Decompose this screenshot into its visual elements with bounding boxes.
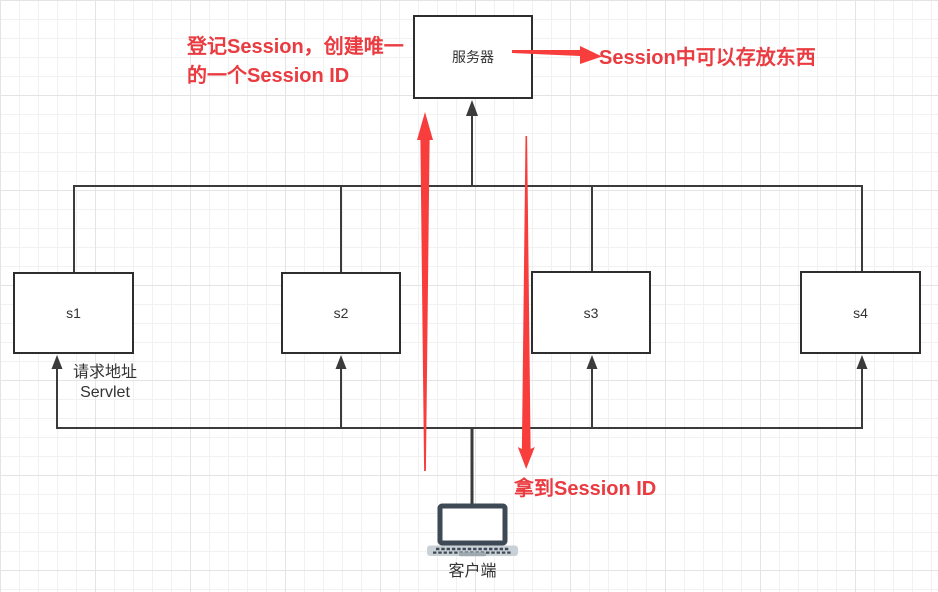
annotation-register-session: 登记Session，创建唯一 的一个Session ID: [187, 33, 404, 91]
top-bus-line: [73, 185, 863, 272]
bottom-bus-line: [56, 364, 863, 429]
servlet-label: s2: [333, 305, 349, 321]
client-label: 客户端: [448, 563, 497, 580]
server-arrowhead-icon: [466, 100, 478, 116]
servlet-label: s3: [583, 304, 599, 321]
servlet-node-s1: s1: [13, 272, 134, 354]
servlet-node-s3: s3: [531, 271, 651, 354]
laptop-base: [427, 545, 518, 556]
request-address-line1: 请求地址: [72, 364, 137, 381]
server-node: 服务器: [413, 15, 533, 99]
request-address-line2: Servlet: [80, 384, 130, 401]
s4-arrowhead-icon: [856, 355, 868, 369]
servlet-label: s1: [66, 305, 81, 321]
servlet-label: s4: [853, 304, 868, 321]
annotation-session-store: Session中可以存放东西: [599, 47, 816, 69]
request-address-label: 请求地址 Servlet: [60, 363, 150, 403]
annotation-get-session-id: 拿到Session ID: [514, 478, 657, 500]
servlet-node-s2: s2: [281, 272, 401, 354]
annotation-register-line2: 的一个Session ID: [187, 65, 350, 87]
s2-arrowhead-icon: [335, 355, 347, 369]
annotation-register-line1: 登记Session，创建唯一: [187, 36, 404, 58]
laptop-screen: [437, 503, 508, 546]
server-label: 服务器: [452, 49, 494, 65]
s3-arrowhead-icon: [586, 355, 598, 369]
red-up-arrow-icon: [417, 112, 433, 471]
laptop-touchpad: [459, 552, 486, 557]
servlet-node-s4: s4: [800, 271, 921, 354]
laptop-icon: [427, 503, 518, 557]
